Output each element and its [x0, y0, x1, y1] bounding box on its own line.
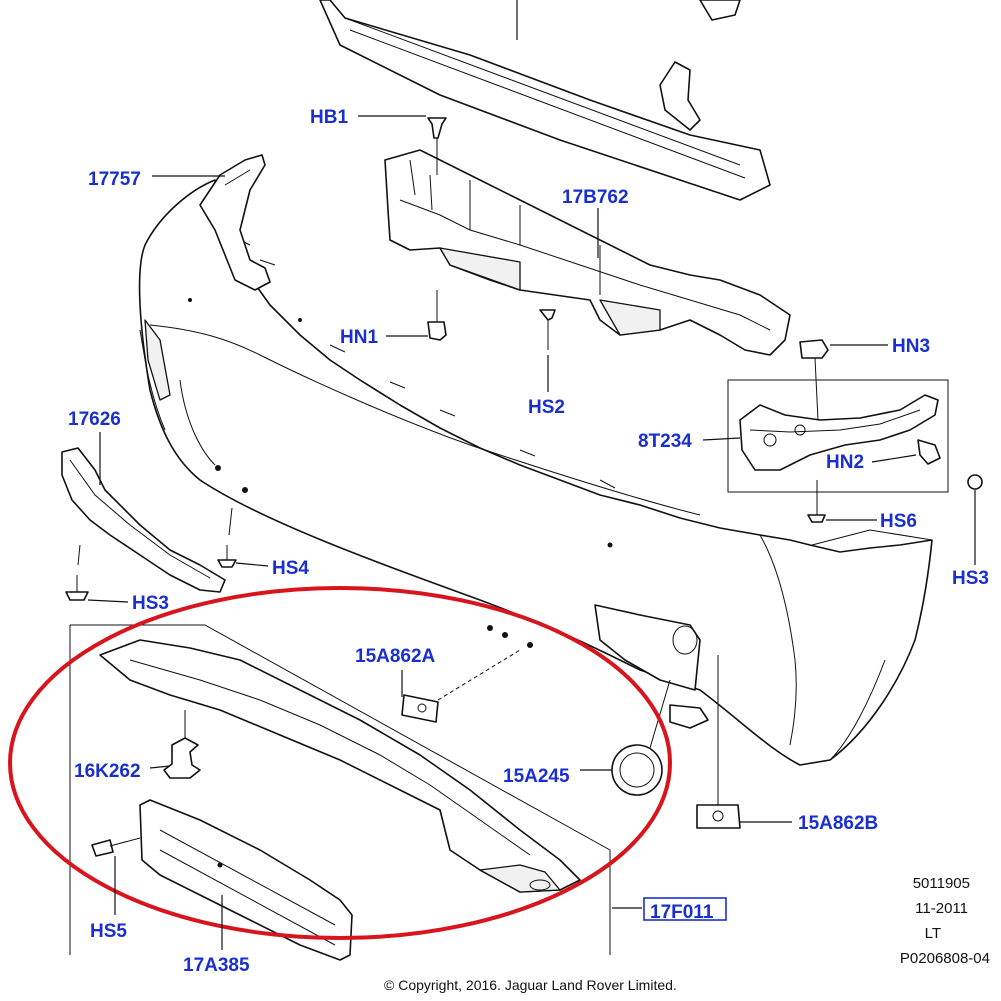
label-hs3-right: HS3 — [952, 568, 989, 589]
leader-lines — [87, 115, 976, 950]
label-15a862a: 15A862A — [355, 646, 436, 667]
meta-date: 11-2011 — [915, 900, 968, 917]
label-hs3-left: HS3 — [132, 593, 169, 614]
label-8t234: 8T234 — [638, 431, 692, 452]
label-hn3: HN3 — [892, 336, 930, 357]
bumper-beam — [319, 0, 771, 201]
label-15a862b: 15A862B — [798, 813, 878, 834]
label-17f011-box — [643, 897, 727, 921]
label-17a385: 17A385 — [183, 955, 250, 976]
label-hs6: HS6 — [880, 511, 917, 532]
meta-ref: P0206808-04 — [900, 950, 990, 967]
label-16k262: 16K262 — [74, 761, 141, 782]
meta-side: LT — [925, 925, 941, 942]
highlight-ellipse — [8, 586, 672, 940]
label-17f011: 17F011 — [650, 902, 714, 923]
side-bracket-17757 — [199, 154, 271, 291]
label-hn2: HN2 — [826, 452, 864, 473]
label-17b762: 17B762 — [562, 187, 629, 208]
bumper-cover — [138, 179, 933, 766]
meta-code: 5011905 — [913, 875, 970, 892]
fasteners — [65, 117, 983, 857]
lower-strip-17626 — [61, 447, 226, 593]
label-hs4: HS4 — [272, 558, 309, 579]
copyright-notice: © Copyright, 2016. Jaguar Land Rover Lim… — [384, 977, 677, 993]
label-hn1: HN1 — [340, 327, 378, 348]
label-hs2: HS2 — [528, 397, 565, 418]
label-17757: 17757 — [88, 169, 141, 190]
diagram-meta: 5011905 11-2011 LT P0206808-04 — [900, 875, 990, 967]
label-hs5: HS5 — [90, 921, 127, 942]
center-bracket-17b762 — [384, 149, 791, 356]
undertray-17f011 — [69, 624, 611, 955]
label-hb1: HB1 — [310, 107, 348, 128]
bracket-8t234 — [727, 379, 949, 493]
label-15a245: 15A245 — [503, 766, 570, 787]
lower-grille-17a385 — [139, 799, 353, 961]
part-labels: HB1 17757 17B762 HN1 HS2 HN3 17626 8T234… — [68, 107, 989, 976]
label-17626: 17626 — [68, 409, 121, 430]
